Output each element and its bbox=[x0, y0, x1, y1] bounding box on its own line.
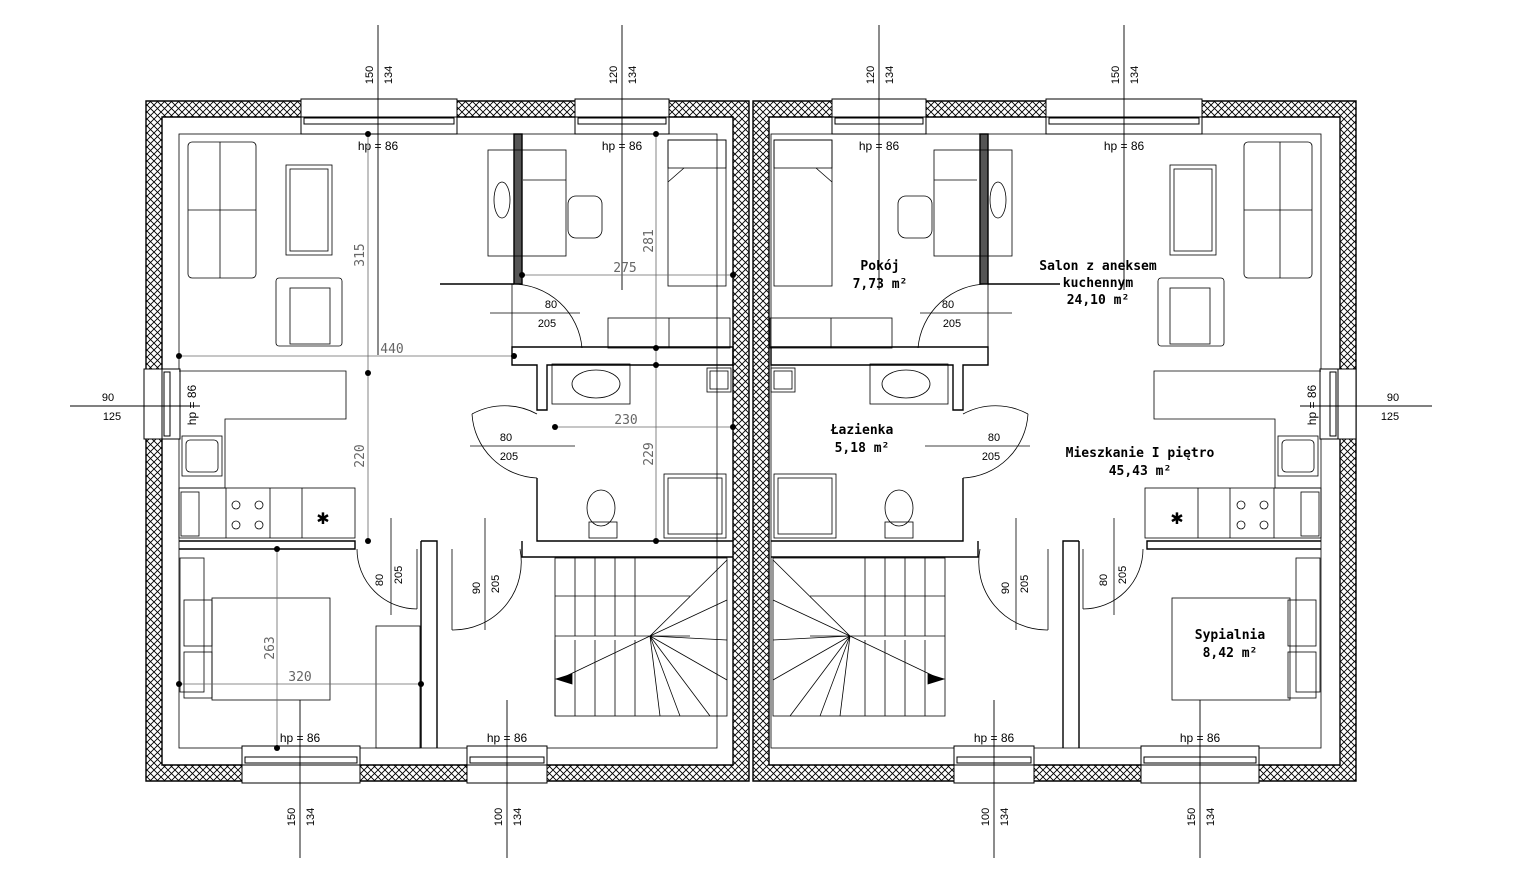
window-bottom-3-width: 100 bbox=[980, 808, 992, 826]
sill-label: hp = 86 bbox=[974, 731, 1015, 745]
door-height: 205 bbox=[982, 451, 1000, 463]
dimension-315: 315 bbox=[353, 243, 368, 266]
freezer-icon: ✱ bbox=[316, 509, 329, 528]
sill-label: hp = 86 bbox=[185, 384, 199, 425]
window-top-2-width: 120 bbox=[608, 66, 620, 84]
window-bottom-2-width: 100 bbox=[493, 808, 505, 826]
window-top-4-height: 134 bbox=[1129, 66, 1141, 84]
window-bottom-1-width: 150 bbox=[286, 808, 298, 826]
window-right-height: 125 bbox=[1381, 411, 1399, 423]
sill-label: hp = 86 bbox=[1180, 731, 1221, 745]
left-unit-walls bbox=[179, 133, 734, 748]
window-bottom-4-width: 150 bbox=[1186, 808, 1198, 826]
room-labels: Pokój 7,73 m² Salon z aneksem kuchennym … bbox=[830, 259, 1266, 661]
door-height: 205 bbox=[1117, 566, 1129, 584]
door-width: 80 bbox=[942, 299, 954, 311]
sill-label: hp = 86 bbox=[1305, 384, 1319, 425]
window-left-width: 90 bbox=[102, 392, 114, 404]
room-salon-name-2: kuchennym bbox=[1063, 276, 1134, 291]
door-width: 90 bbox=[471, 582, 483, 594]
sill-label: hp = 86 bbox=[859, 139, 900, 153]
window-top-4-width: 150 bbox=[1110, 66, 1122, 84]
door-width: 80 bbox=[1098, 574, 1110, 586]
window-bottom-4-height: 134 bbox=[1205, 808, 1217, 826]
door-height: 205 bbox=[490, 575, 502, 593]
window-labels: 150 134 120 134 120 134 150 134 150 134 … bbox=[102, 66, 1399, 826]
door-width: 80 bbox=[374, 574, 386, 586]
room-lazienka-name: Łazienka bbox=[830, 423, 894, 438]
room-pokoj-name: Pokój bbox=[860, 259, 899, 274]
sill-label: hp = 86 bbox=[487, 731, 528, 745]
dimension-440: 440 bbox=[380, 342, 403, 357]
room-lazienka-area: 5,18 m² bbox=[835, 441, 890, 456]
dimension-220: 220 bbox=[353, 444, 368, 467]
dimension-275: 275 bbox=[613, 261, 636, 276]
door-height: 205 bbox=[538, 318, 556, 330]
window-top-3-width: 120 bbox=[865, 66, 877, 84]
room-sypialnia-area: 8,42 m² bbox=[1203, 646, 1258, 661]
dimension-263: 263 bbox=[263, 636, 278, 659]
window-axes bbox=[70, 25, 1432, 858]
door-height: 205 bbox=[500, 451, 518, 463]
dimension-229: 229 bbox=[642, 442, 657, 465]
left-unit-furniture bbox=[178, 139, 732, 749]
window-bottom-3-height: 134 bbox=[999, 808, 1011, 826]
dimension-labels: 440 315 220 281 275 230 229 263 320 bbox=[263, 229, 657, 685]
left-stairs bbox=[554, 557, 728, 717]
sill-label: hp = 86 bbox=[1104, 139, 1145, 153]
door-labels: 80 205 80 205 80 205 90 205 80 205 80 20… bbox=[374, 299, 1129, 630]
door-height: 205 bbox=[1019, 575, 1031, 593]
door-width: 80 bbox=[545, 299, 557, 311]
door-height: 205 bbox=[943, 318, 961, 330]
apartment-area: 45,43 m² bbox=[1109, 464, 1172, 479]
right-unit-furniture bbox=[769, 139, 1322, 701]
window-bottom-1-height: 134 bbox=[305, 808, 317, 826]
right-stairs bbox=[772, 557, 946, 717]
sill-label: hp = 86 bbox=[602, 139, 643, 153]
window-top-1-width: 150 bbox=[364, 66, 376, 84]
dimension-320: 320 bbox=[288, 670, 311, 685]
dimension-lines bbox=[179, 134, 733, 748]
room-salon-area: 24,10 m² bbox=[1067, 293, 1130, 308]
door-height: 205 bbox=[393, 566, 405, 584]
sill-label: hp = 86 bbox=[280, 731, 321, 745]
apartment-name: Mieszkanie I piętro bbox=[1066, 446, 1215, 461]
exterior-walls bbox=[145, 100, 1357, 782]
window-left-height: 125 bbox=[103, 411, 121, 423]
right-unit-walls bbox=[770, 133, 1321, 748]
room-salon-name-1: Salon z aneksem bbox=[1039, 259, 1157, 274]
dimension-281: 281 bbox=[642, 229, 657, 252]
right-unit-doors bbox=[917, 283, 1144, 631]
window-right-width: 90 bbox=[1387, 392, 1399, 404]
window-top-2-height: 134 bbox=[627, 66, 639, 84]
dimension-dots bbox=[176, 131, 736, 751]
sill-labels: hp = 86 hp = 86 hp = 86 hp = 86 hp = 86 … bbox=[185, 139, 1319, 745]
room-pokoj-area: 7,73 m² bbox=[853, 277, 908, 292]
freezer-icon: ✱ bbox=[1170, 509, 1183, 528]
room-sypialnia-name: Sypialnia bbox=[1195, 628, 1266, 643]
sill-label: hp = 86 bbox=[358, 139, 399, 153]
door-width: 90 bbox=[1000, 582, 1012, 594]
door-width: 80 bbox=[500, 432, 512, 444]
dimension-230: 230 bbox=[614, 413, 637, 428]
window-bottom-2-height: 134 bbox=[512, 808, 524, 826]
left-unit-doors bbox=[356, 283, 583, 631]
door-width: 80 bbox=[988, 432, 1000, 444]
window-top-1-height: 134 bbox=[383, 66, 395, 84]
window-top-3-height: 134 bbox=[884, 66, 896, 84]
